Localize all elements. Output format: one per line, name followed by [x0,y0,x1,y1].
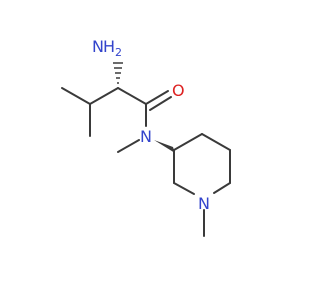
bond-ring-c6-n1 [213,182,231,194]
bond-amide-n-methyl [117,139,140,153]
bond-carbonyl-double-2 [149,96,172,111]
amide-nitrogen-label: N [140,127,152,146]
amine-h-count-label: 2 [115,46,122,59]
bond-methyl-left [61,87,91,105]
structure-diagram: N H 2 O N N [61,37,231,237]
bond-ring-c4-c5 [201,133,231,151]
bond-ring-n1-c2 [173,182,195,195]
amine-n-label: N [92,37,104,56]
bond-isopropyl-alpha [89,87,119,105]
bond-alpha-carbonyl [117,87,147,105]
bond-ring-c3-c4 [173,133,203,151]
amine-h-label: H [103,37,115,56]
ring-nitrogen-label: N [198,194,210,213]
carbonyl-oxygen-label: O [172,81,185,100]
stereo-wedge-bond-ring [154,140,175,153]
molecule-canvas: N H 2 O N N [61,37,231,237]
stereo-hash-bond-amine [113,62,123,84]
bond-carbonyl-double-1 [145,90,169,105]
